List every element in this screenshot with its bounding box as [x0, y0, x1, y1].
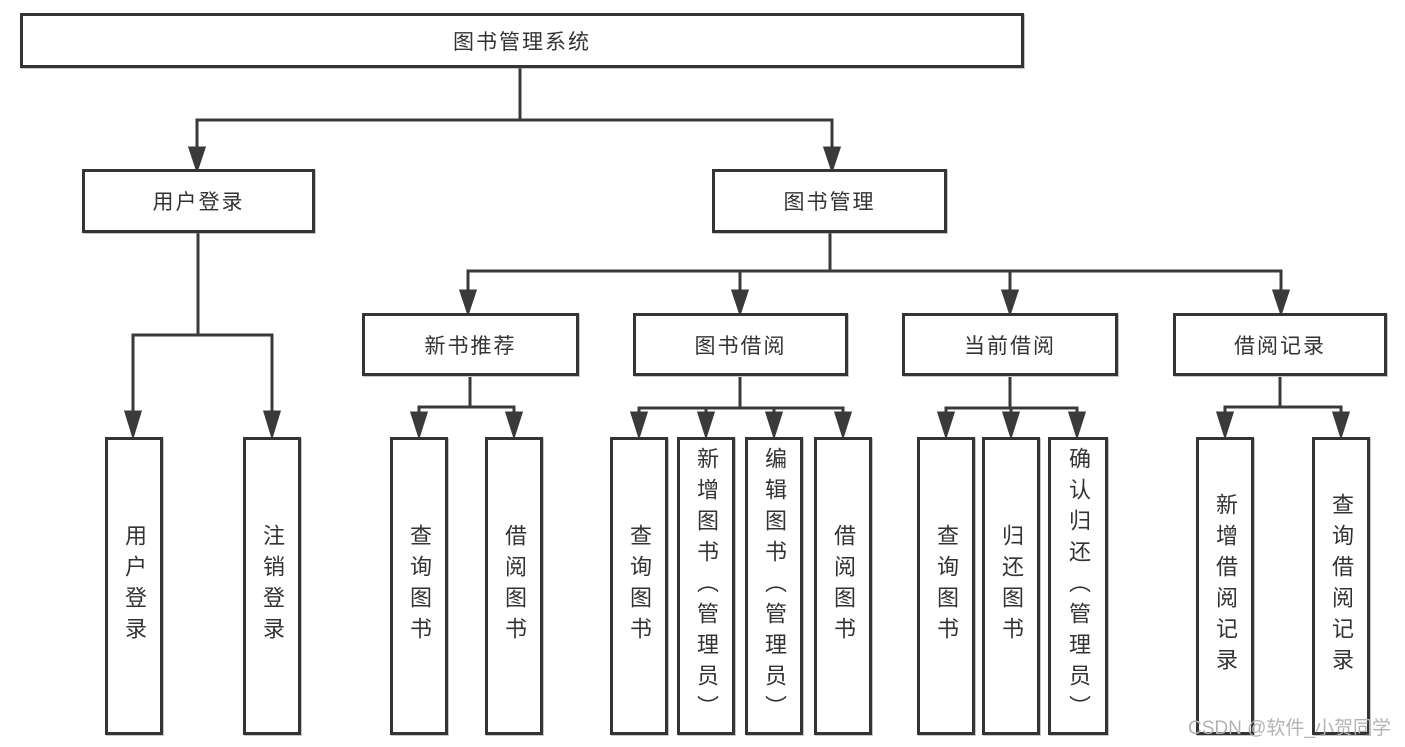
leaf-return-book-label: 归还图书: [999, 524, 1024, 648]
arrowhead-user-login-leaf: [123, 410, 143, 441]
node-current-borrow-label: 当前借阅: [964, 334, 1056, 358]
node-user-login: 用户登录: [82, 169, 315, 233]
leaf-logout-label: 注销登录: [260, 524, 285, 648]
leaf-query-books-2: 查询图书: [610, 437, 668, 735]
node-current-borrow: 当前借阅: [902, 313, 1118, 376]
leaf-add-book-admin-label: 新增图书（管理员）: [694, 446, 719, 726]
leaf-user-login: 用户登录: [105, 437, 163, 735]
leaf-add-book-admin: 新增图书（管理员）: [677, 437, 735, 735]
leaf-add-borrow-record: 新增借阅记录: [1196, 437, 1254, 735]
leaf-query-books-3-label: 查询图书: [934, 524, 959, 648]
arrowhead-current-borrow: [1000, 289, 1020, 317]
leaf-confirm-return-admin: 确认归还（管理员）: [1048, 437, 1108, 735]
node-book-borrow: 图书借阅: [633, 313, 848, 376]
leaf-edit-book-admin: 编辑图书（管理员）: [745, 437, 803, 735]
arrowhead-borrow-records: [1271, 289, 1291, 317]
node-borrow-records-label: 借阅记录: [1234, 334, 1326, 358]
leaf-confirm-return-admin-label: 确认归还（管理员）: [1066, 446, 1091, 726]
leaf-return-book: 归还图书: [982, 437, 1040, 735]
node-user-login-label: 用户登录: [152, 191, 245, 214]
leaf-borrow-book-2: 借阅图书: [814, 437, 872, 735]
node-book-management-label: 图书管理: [783, 191, 876, 214]
arrowhead-user-login: [187, 146, 207, 174]
leaf-user-login-label: 用户登录: [122, 524, 147, 648]
leaf-query-books-1: 查询图书: [390, 437, 448, 735]
csdn-watermark: CSDN @软件_小贺同学: [1188, 718, 1391, 739]
leaf-query-books-3: 查询图书: [917, 437, 975, 735]
arrowhead-book-management: [822, 146, 842, 174]
node-book-management: 图书管理: [712, 169, 947, 233]
leaf-query-borrow-record-label: 查询借阅记录: [1329, 493, 1354, 679]
leaf-borrow-book-1-label: 借阅图书: [502, 524, 527, 648]
arrowhead-book-borrow: [730, 289, 750, 317]
leaf-query-borrow-record: 查询借阅记录: [1312, 437, 1370, 735]
node-book-borrow-label: 图书借阅: [694, 334, 787, 358]
node-root: 图书管理系统: [20, 13, 1024, 68]
leaf-edit-book-admin-label: 编辑图书（管理员）: [762, 446, 787, 726]
node-borrow-records: 借阅记录: [1173, 313, 1387, 376]
leaf-borrow-book-2-label: 借阅图书: [831, 524, 856, 648]
arrowhead-new-book-recommend: [458, 289, 478, 317]
arrowhead-logout: [262, 410, 282, 441]
node-new-book-recommend-label: 新书推荐: [424, 334, 517, 358]
leaf-logout: 注销登录: [243, 437, 301, 735]
node-root-label: 图书管理系统: [453, 30, 591, 54]
node-new-book-recommend: 新书推荐: [362, 313, 579, 376]
leaf-query-books-1-label: 查询图书: [407, 524, 432, 648]
leaf-query-books-2-label: 查询图书: [627, 524, 652, 648]
leaf-add-borrow-record-label: 新增借阅记录: [1213, 493, 1238, 679]
leaf-borrow-book-1: 借阅图书: [485, 437, 543, 735]
